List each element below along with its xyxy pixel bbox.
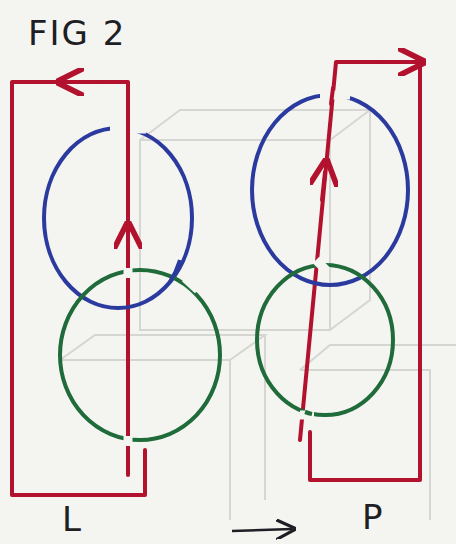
red-loop xyxy=(300,62,420,480)
figure-title: FIG 2 xyxy=(28,16,126,50)
green-ring xyxy=(257,265,393,415)
green-ring xyxy=(60,270,220,440)
config-label: P xyxy=(362,500,383,534)
green-ring xyxy=(305,412,312,414)
background-sketch xyxy=(60,110,456,520)
red-loop xyxy=(126,120,130,140)
blue-ring xyxy=(44,128,192,308)
blue-ring xyxy=(252,95,408,285)
config-label: L xyxy=(62,502,81,536)
transition-arrow xyxy=(232,529,292,531)
red-loop xyxy=(331,88,333,104)
crossing-gaps xyxy=(264,95,350,415)
crossing-gaps xyxy=(110,129,198,446)
blue-ring xyxy=(170,260,180,282)
